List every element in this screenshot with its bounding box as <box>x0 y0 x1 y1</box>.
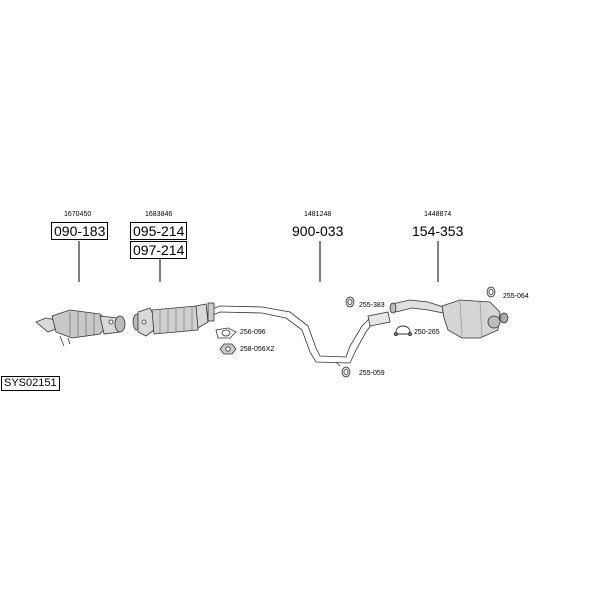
clamp-250-265-icon <box>394 325 412 336</box>
accessory-label-258-056x2[interactable]: 258-056X2 <box>240 346 275 353</box>
mount-255-059-icon <box>335 361 351 378</box>
front-catalyst-part <box>35 309 126 347</box>
oem-number-1: 1670450 <box>64 211 92 218</box>
accessory-label-255-064[interactable]: 255-064 <box>503 293 529 300</box>
oem-number-4: 1448874 <box>424 211 452 218</box>
mount-255-064-icon <box>486 286 496 298</box>
part-code-090-183[interactable]: 090-183 <box>51 222 109 240</box>
accessory-label-255-059[interactable]: 255-059 <box>359 370 385 377</box>
oem-number-2: 1683846 <box>145 211 173 218</box>
part-code-095-214[interactable]: 095-214 <box>130 222 188 240</box>
nut-258-056x2-icon <box>219 343 237 355</box>
mount-255-383-icon <box>345 296 355 308</box>
accessory-label-255-383[interactable]: 255-383 <box>359 302 385 309</box>
part-code-097-214[interactable]: 097-214 <box>130 241 188 259</box>
part-code-154-353[interactable]: 154-353 <box>412 223 464 239</box>
accessory-label-250-265[interactable]: 250-265 <box>414 329 440 336</box>
system-code-label: SYS02151 <box>1 376 60 391</box>
dpf-part <box>132 303 209 337</box>
part-code-900-033[interactable]: 900-033 <box>292 223 344 239</box>
rear-silencer-part <box>389 299 509 339</box>
gasket-256-096-icon <box>215 327 237 339</box>
middle-pipe-part <box>207 302 373 364</box>
accessory-label-256-096[interactable]: 256-096 <box>240 329 266 336</box>
connector-pipe <box>367 311 391 327</box>
oem-number-3: 1481248 <box>304 211 332 218</box>
